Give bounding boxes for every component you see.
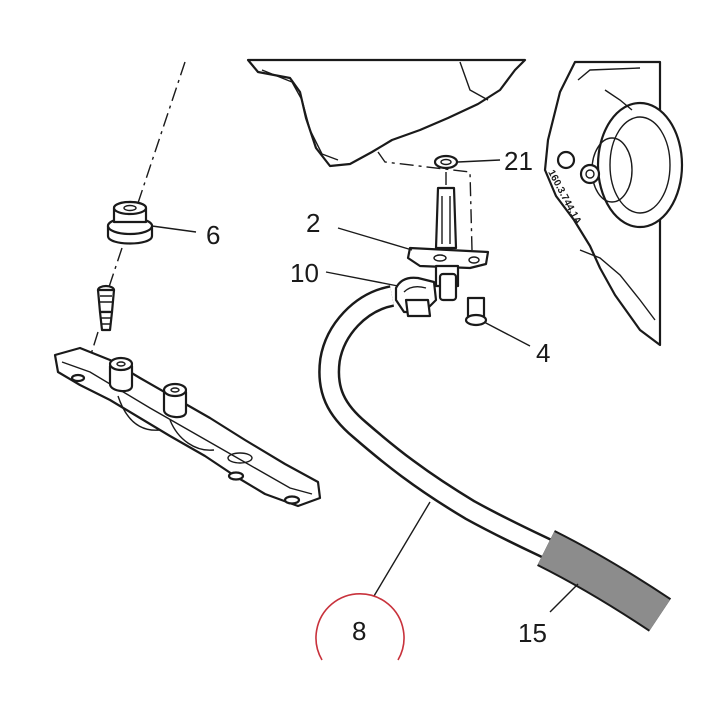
frame-bracket (53, 346, 322, 508)
fuel-tap-2 (406, 186, 490, 288)
callout-10: 10 (290, 258, 319, 288)
screw-4 (464, 296, 488, 327)
callout-15: 15 (518, 618, 547, 648)
leader-lines (151, 159, 579, 613)
hose-clamp-10 (394, 272, 458, 318)
highlight-ring (315, 593, 405, 661)
mounting-pin (96, 284, 116, 332)
callout-4: 4 (536, 338, 550, 368)
callout-6: 6 (206, 220, 220, 250)
fuel-hose-8 (318, 285, 565, 565)
washer-21 (433, 154, 459, 170)
callout-2: 2 (306, 208, 320, 238)
grommet-6 (106, 200, 154, 245)
tank-outline (246, 58, 527, 168)
callout-21: 21 (504, 146, 533, 176)
engine-housing: 160.3.744.1A (543, 60, 684, 347)
hose-sleeve-15 (537, 530, 672, 632)
callout-8: 8 (352, 616, 366, 646)
